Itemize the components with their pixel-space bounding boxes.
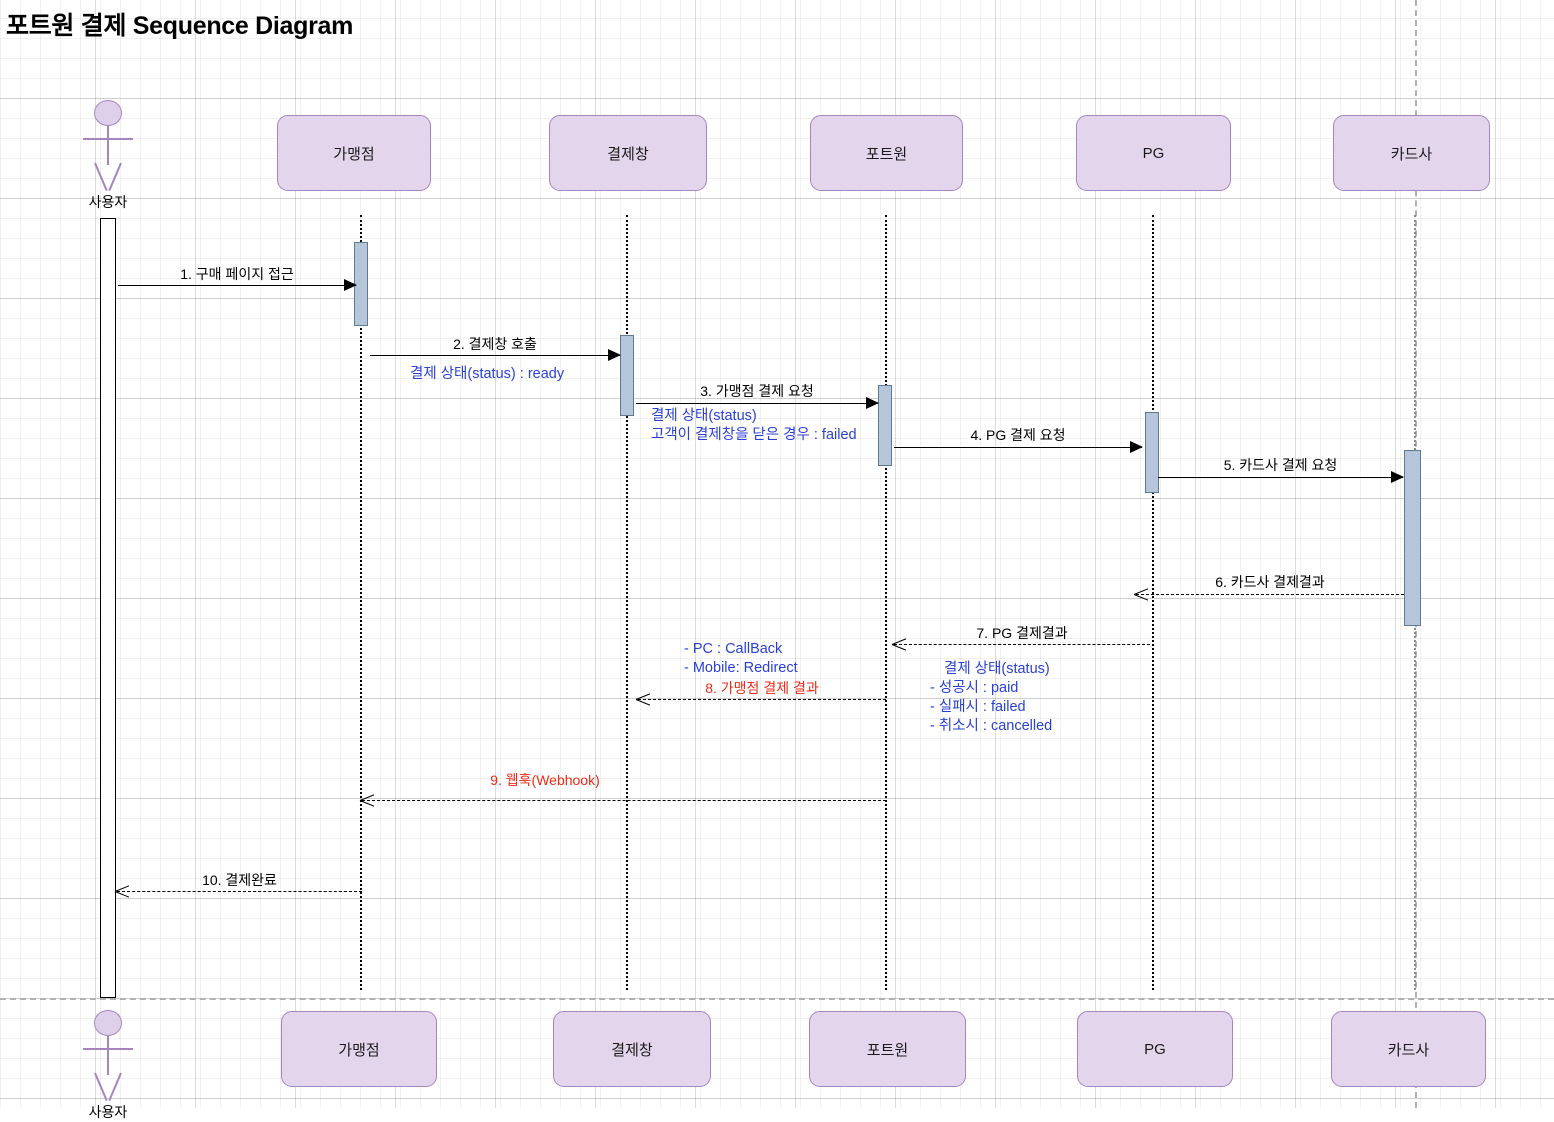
participant-box-pg[interactable]: PG <box>1076 115 1231 191</box>
message-9-label: 9. 웹훅(Webhook) <box>490 772 600 788</box>
message-7-label: 7. PG 결제결과 <box>976 625 1068 641</box>
message-1-label: 1. 구매 페이지 접근 <box>180 266 294 282</box>
message-line <box>894 644 1150 645</box>
message-line <box>362 800 886 801</box>
message-line <box>118 285 356 286</box>
arrow-head-right-icon <box>1391 471 1404 483</box>
message-line <box>1158 477 1403 478</box>
actor-leg-left-icon <box>94 162 108 192</box>
arrow-head-right-icon <box>1130 441 1143 453</box>
page-title: 포트원 결제 Sequence Diagram <box>6 12 354 40</box>
note-callback-mobile: - Mobile: Redirect <box>684 660 798 676</box>
note-status-ready: 결제 상태(status) : ready <box>410 366 565 382</box>
message-line <box>1136 594 1404 595</box>
participant-box-payment-window[interactable]: 결제창 <box>549 115 707 191</box>
message-line <box>117 891 362 892</box>
note-status-failed-line2: 고객이 결제창을 닫은 경우 : failed <box>651 427 857 443</box>
note-result-title: 결제 상태(status) <box>944 661 1050 677</box>
note-result-failed: - 실패시 : failed <box>930 699 1026 715</box>
actor-head-icon <box>94 100 122 126</box>
actor-leg-left-icon <box>94 1072 108 1102</box>
message-5-label: 5. 카드사 결제 요청 <box>1223 457 1338 473</box>
lifeline-merchant <box>360 215 362 990</box>
note-callback-pc: - PC : CallBack <box>684 641 783 657</box>
arrow-head-left-icon <box>360 791 378 809</box>
participant-box-portone[interactable]: 포트원 <box>810 115 963 191</box>
message-line <box>370 355 620 356</box>
message-4-label: 4. PG 결제 요청 <box>970 427 1066 443</box>
page-break-horizontal <box>0 998 1554 1000</box>
note-status-failed-line1: 결제 상태(status) <box>651 408 757 424</box>
message-6-label: 6. 카드사 결제결과 <box>1215 574 1325 590</box>
arrow-head-right-icon <box>344 279 357 291</box>
participant-box-merchant[interactable]: 가맹점 <box>277 115 431 191</box>
actor-leg-right-icon <box>108 162 122 192</box>
participant-box-bottom-portone[interactable]: 포트원 <box>809 1011 966 1087</box>
participant-box-card-company[interactable]: 카드사 <box>1333 115 1490 191</box>
actor-body-icon <box>107 125 109 165</box>
actor-label-bottom: 사용자 <box>88 1104 128 1120</box>
activation-bar-card-company <box>1404 450 1421 626</box>
message-8-label: 8. 가맹점 결제 결과 <box>705 680 819 696</box>
arrow-head-right-icon <box>866 397 879 409</box>
message-line <box>636 403 878 404</box>
lifeline-portone <box>885 215 887 990</box>
activation-bar-portone <box>878 385 892 466</box>
actor-body-icon <box>107 1035 109 1075</box>
participant-box-bottom-payment-window[interactable]: 결제창 <box>553 1011 711 1087</box>
actor-arms-icon <box>83 1048 133 1050</box>
participant-box-bottom-pg[interactable]: PG <box>1077 1011 1233 1087</box>
note-result-cancelled: - 취소시 : cancelled <box>930 718 1053 734</box>
participant-box-bottom-card-company[interactable]: 카드사 <box>1331 1011 1486 1087</box>
activation-bar-pg <box>1145 412 1159 493</box>
arrow-head-right-icon <box>608 349 621 361</box>
activation-bar-payment-window <box>620 335 634 416</box>
actor-label: 사용자 <box>88 194 128 210</box>
message-3-label: 3. 가맹점 결제 요청 <box>700 383 814 399</box>
message-line <box>894 447 1142 448</box>
message-10-label: 10. 결제완료 <box>202 872 277 888</box>
note-result-paid: - 성공시 : paid <box>930 680 1019 696</box>
actor-arms-icon <box>83 138 133 140</box>
message-2-label: 2. 결제창 호출 <box>453 336 537 352</box>
actor-leg-right-icon <box>108 1072 122 1102</box>
lifeline-payment-window <box>626 215 628 990</box>
actor-head-icon <box>94 1010 122 1036</box>
activation-bar-user <box>100 218 116 998</box>
message-line <box>638 699 886 700</box>
participant-box-bottom-merchant[interactable]: 가맹점 <box>281 1011 437 1087</box>
lifeline-pg <box>1152 215 1154 990</box>
